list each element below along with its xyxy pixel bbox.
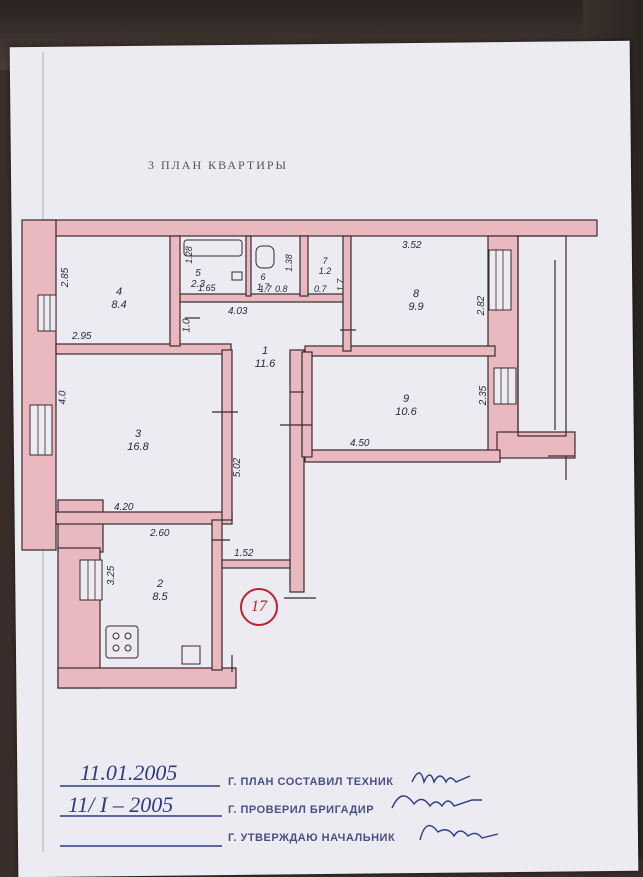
signatures-and-underlines <box>60 772 499 847</box>
wall-room9-top <box>304 345 496 357</box>
dim-3-52: 3.52 <box>402 240 422 251</box>
window-room4 <box>37 294 57 332</box>
wall-bath-div2 <box>299 235 309 297</box>
wall-room4-right <box>169 235 181 347</box>
window-room8 <box>488 249 512 311</box>
dim-0-7: 0.7 <box>314 284 327 294</box>
wall-room4-bottom <box>55 343 232 355</box>
wall-entry <box>221 559 291 569</box>
dim-2-60: 2.60 <box>150 528 170 539</box>
dim-2-95: 2.95 <box>72 331 92 342</box>
dim-1-52: 1.52 <box>234 548 254 559</box>
balcony-outline <box>517 235 567 437</box>
dim-1-65: 1.65 <box>198 283 216 293</box>
window-room3 <box>29 404 53 456</box>
floor-plan <box>21 219 598 689</box>
window-kitchen <box>79 559 103 601</box>
kitchen-sink <box>181 645 201 665</box>
wall-kitchen-bottom <box>57 667 237 689</box>
approval-date-1: 11.01.2005 <box>80 760 178 785</box>
toilet <box>255 245 275 269</box>
wall-bath-div3 <box>342 235 352 352</box>
dim-0-8: 0.8 <box>275 284 288 294</box>
window-room9 <box>493 367 517 405</box>
approval-stamp-3: Г. УТВЕРЖДАЮ НАЧАЛЬНИК <box>228 832 396 844</box>
bathtub <box>183 239 243 257</box>
approval-stamp-2: Г. ПРОВЕРИЛ БРИГАДИР <box>228 804 375 816</box>
wall-left-lower <box>57 499 104 553</box>
approval-stamp-1: Г. ПЛАН СОСТАВИЛ ТЕХНИК <box>228 776 394 788</box>
wall-left <box>21 219 57 551</box>
sink <box>231 271 243 281</box>
approval-date-2: 11/ I – 2005 <box>68 792 174 817</box>
wall-corridor-right <box>289 349 305 593</box>
dim-4-50: 4.50 <box>350 438 370 449</box>
dim-1-7a: 1.7 <box>259 284 272 294</box>
stove <box>105 625 139 659</box>
wall-bath-div1 <box>245 235 252 297</box>
signature-technician <box>411 772 471 785</box>
signature-chief <box>419 824 499 841</box>
dim-4-20: 4.20 <box>114 502 134 513</box>
dim-4-03: 4.03 <box>228 306 248 317</box>
signature-foreman <box>391 795 482 809</box>
wall-kitchen-right <box>211 519 223 671</box>
plan-title: 3 ПЛАН КВАРТИРЫ <box>148 158 289 172</box>
wall-room9-left <box>301 351 313 458</box>
wall-room3-right <box>221 349 233 521</box>
apartment-number-circle: 17 <box>240 588 278 626</box>
